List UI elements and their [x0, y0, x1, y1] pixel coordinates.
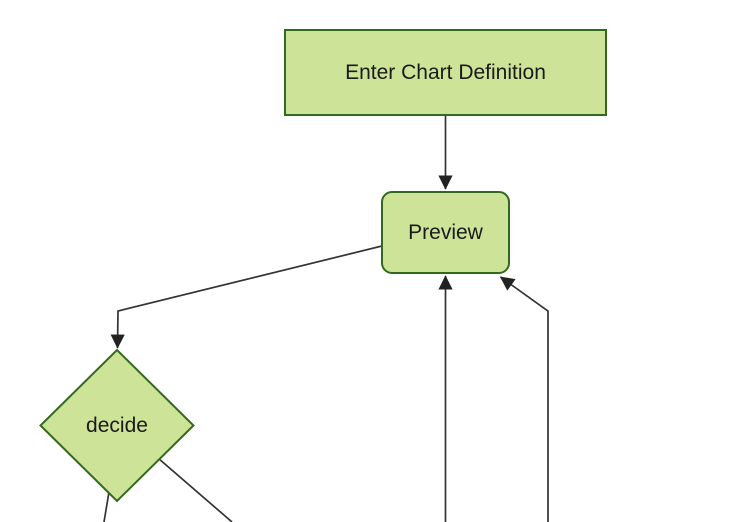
edge-offscreen-to-preview-corner — [499, 276, 549, 522]
node-decide — [39, 348, 195, 503]
edge-decide-to-offscreen-right — [150, 451, 233, 522]
node-enter-chart-definition — [284, 29, 607, 116]
edge-preview-to-decide — [110, 245, 383, 349]
node-preview — [381, 191, 510, 274]
